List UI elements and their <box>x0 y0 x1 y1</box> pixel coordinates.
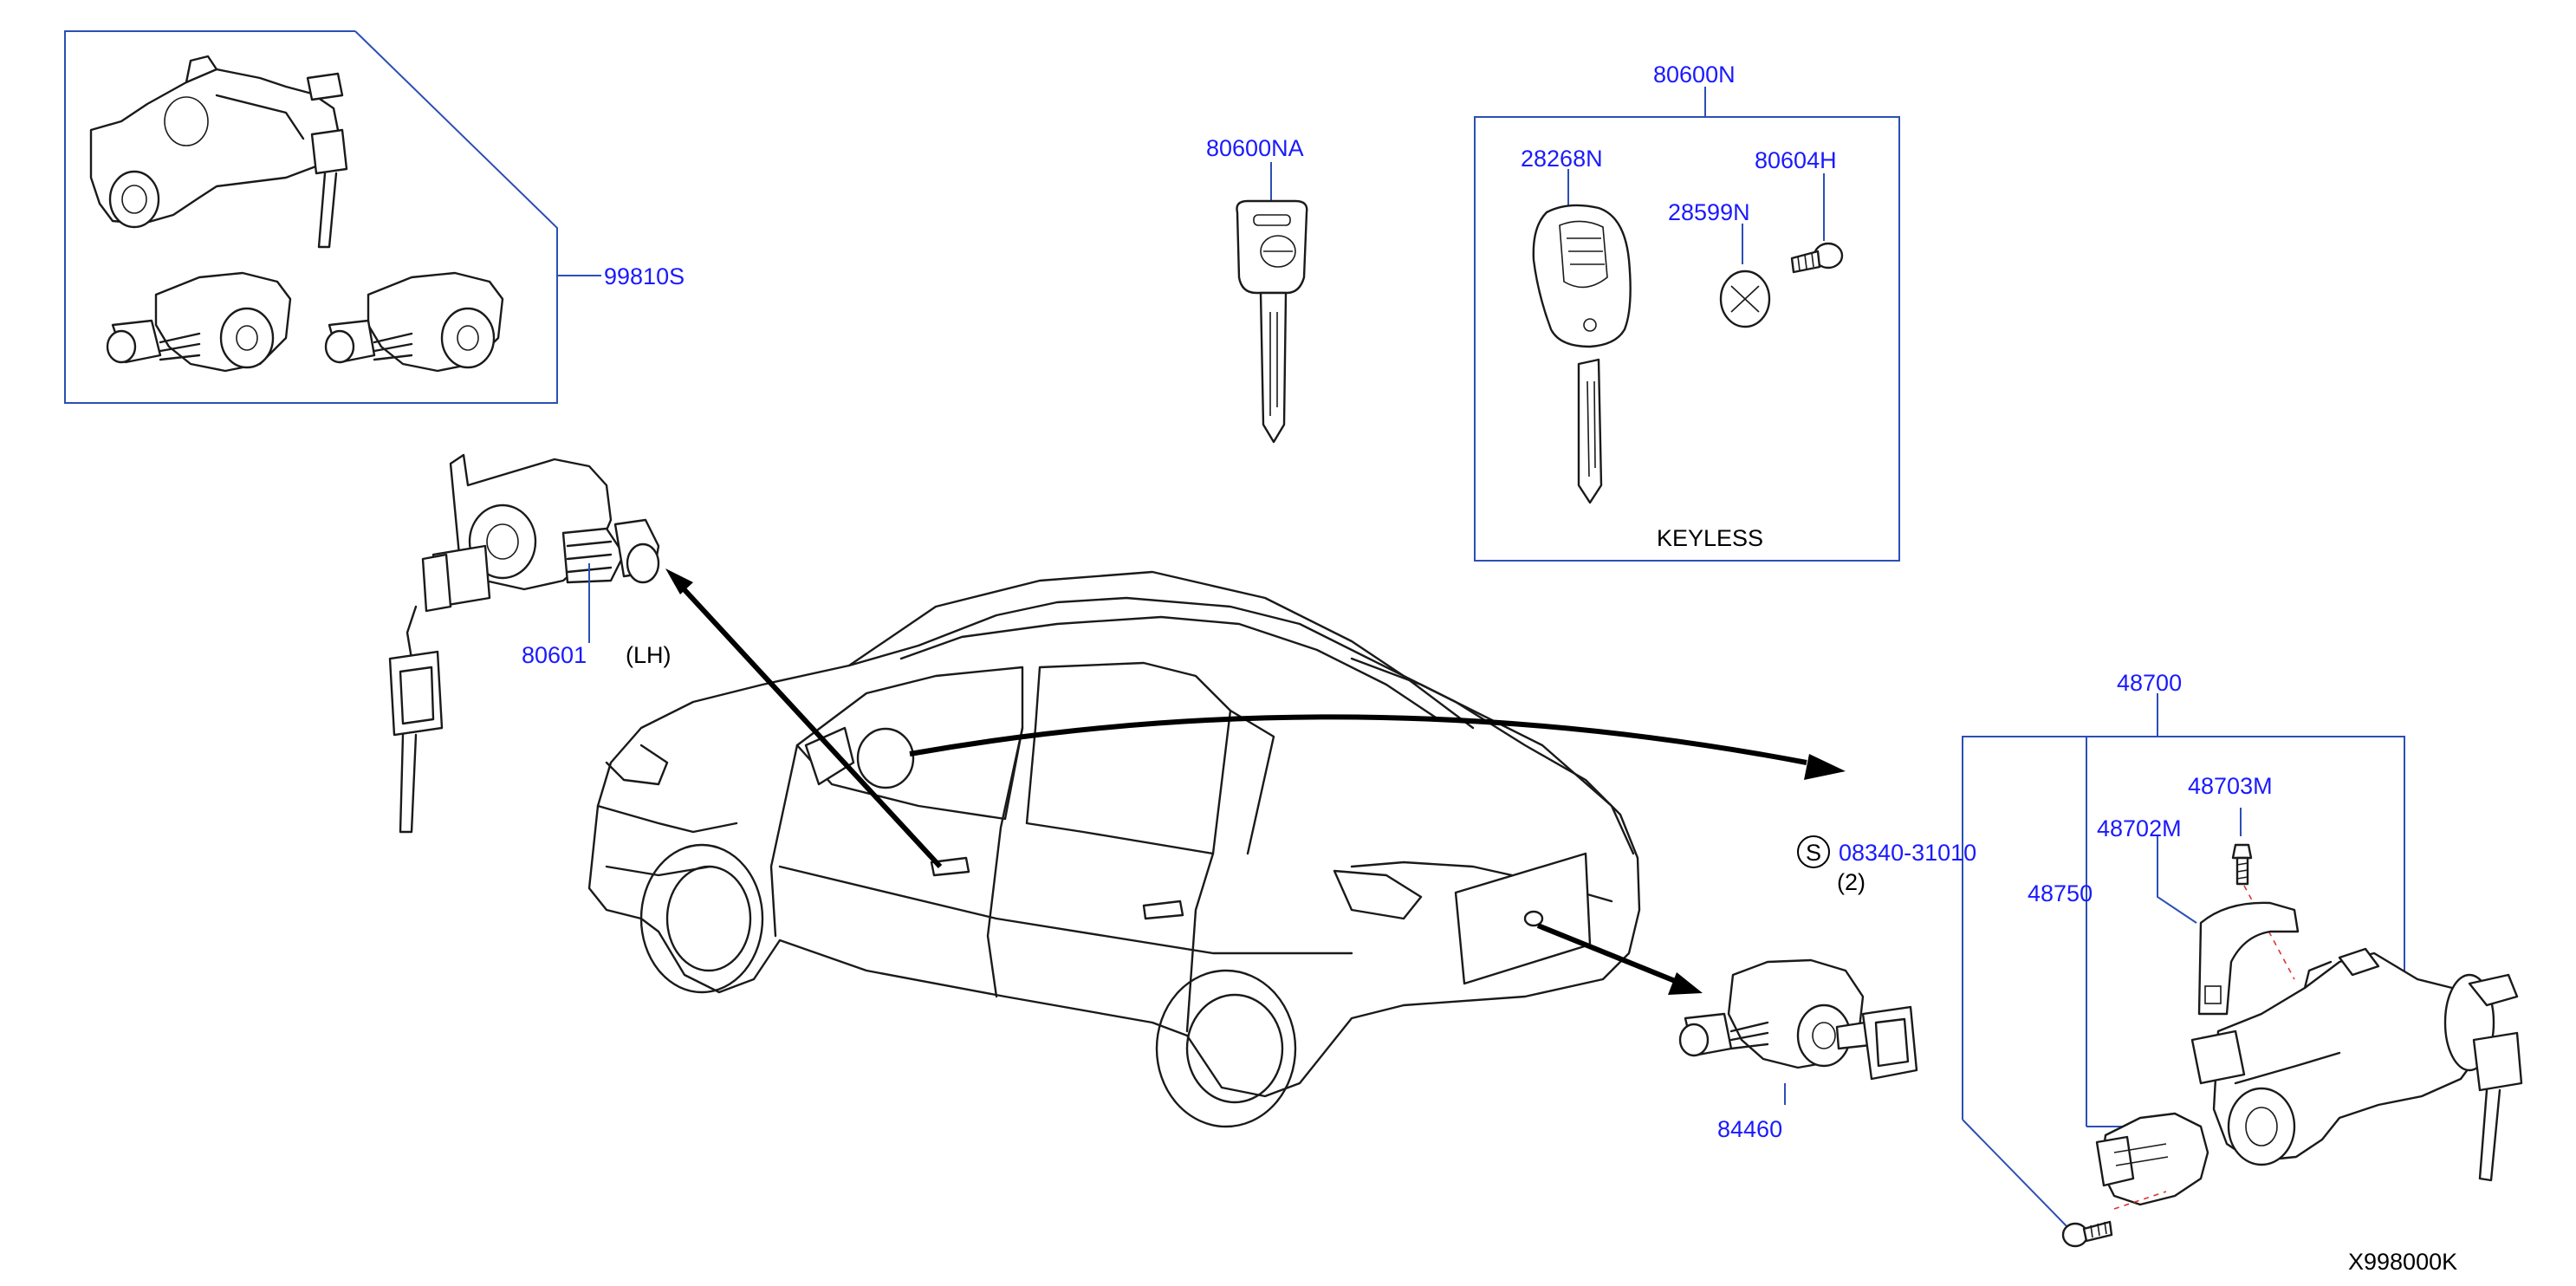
label-48703m: 48703M <box>2188 773 2273 799</box>
blank-key-drawing <box>1236 199 1308 444</box>
kit-door-cylinder-left-drawing <box>106 271 292 373</box>
screw-80604h-drawing <box>1790 242 1844 274</box>
label-bolt-qty: (2) <box>1837 869 1865 895</box>
arrow-to-door-lock <box>665 568 943 869</box>
label-08340-31010: 08340-31010 <box>1839 840 1976 866</box>
sedan-car-drawing <box>587 570 1641 1128</box>
trunk-lock-cylinder-drawing <box>1678 958 1918 1081</box>
label-28599n: 28599N <box>1668 199 1750 225</box>
label-80604h: 80604H <box>1755 147 1837 173</box>
ignition-lock-assembly-drawing <box>2190 947 2523 1182</box>
bolt-callout: S 08340-31010 (2) <box>1797 835 1976 895</box>
label-28268n: 28268N <box>1521 146 1603 172</box>
label-99810s: 99810S <box>604 263 685 289</box>
label-48702m: 48702M <box>2097 815 2182 841</box>
shroud-48702m-drawing <box>2197 901 2300 1016</box>
kit-box-99810s <box>64 30 601 404</box>
label-80601: 80601 <box>522 642 587 668</box>
bolt-symbol: S <box>1806 840 1821 866</box>
remote-key-fob-drawing <box>1532 204 1632 504</box>
label-80601-side: (LH) <box>626 642 672 668</box>
label-80600na: 80600NA <box>1206 135 1304 161</box>
label-48700: 48700 <box>2117 670 2182 696</box>
bolt-08340-drawing <box>2061 1220 2113 1248</box>
label-80600n: 80600N <box>1653 62 1736 88</box>
kit-door-cylinder-right-drawing <box>324 271 504 373</box>
dash-48750 <box>2113 1191 2167 1210</box>
door-lock-cylinder-lh-drawing <box>388 453 660 834</box>
arrow-to-trunk-lock <box>1536 923 1703 995</box>
screw-48703m-drawing <box>2231 843 2253 886</box>
kit-ignition-lock-drawing <box>89 55 348 249</box>
leader-48702m <box>2157 836 2197 924</box>
diagram-id: X998000K <box>2348 1249 2457 1275</box>
label-84460: 84460 <box>1717 1116 1782 1142</box>
arrow-to-ignition <box>909 714 1846 780</box>
key-switch-48750-drawing <box>2095 1112 2209 1206</box>
keyless-box-80600n <box>1474 87 1900 562</box>
label-48750: 48750 <box>2028 880 2093 906</box>
label-keyless: KEYLESS <box>1657 525 1763 551</box>
battery-drawing <box>1719 270 1771 328</box>
ignition-bracket-48700 <box>1962 693 2405 1231</box>
